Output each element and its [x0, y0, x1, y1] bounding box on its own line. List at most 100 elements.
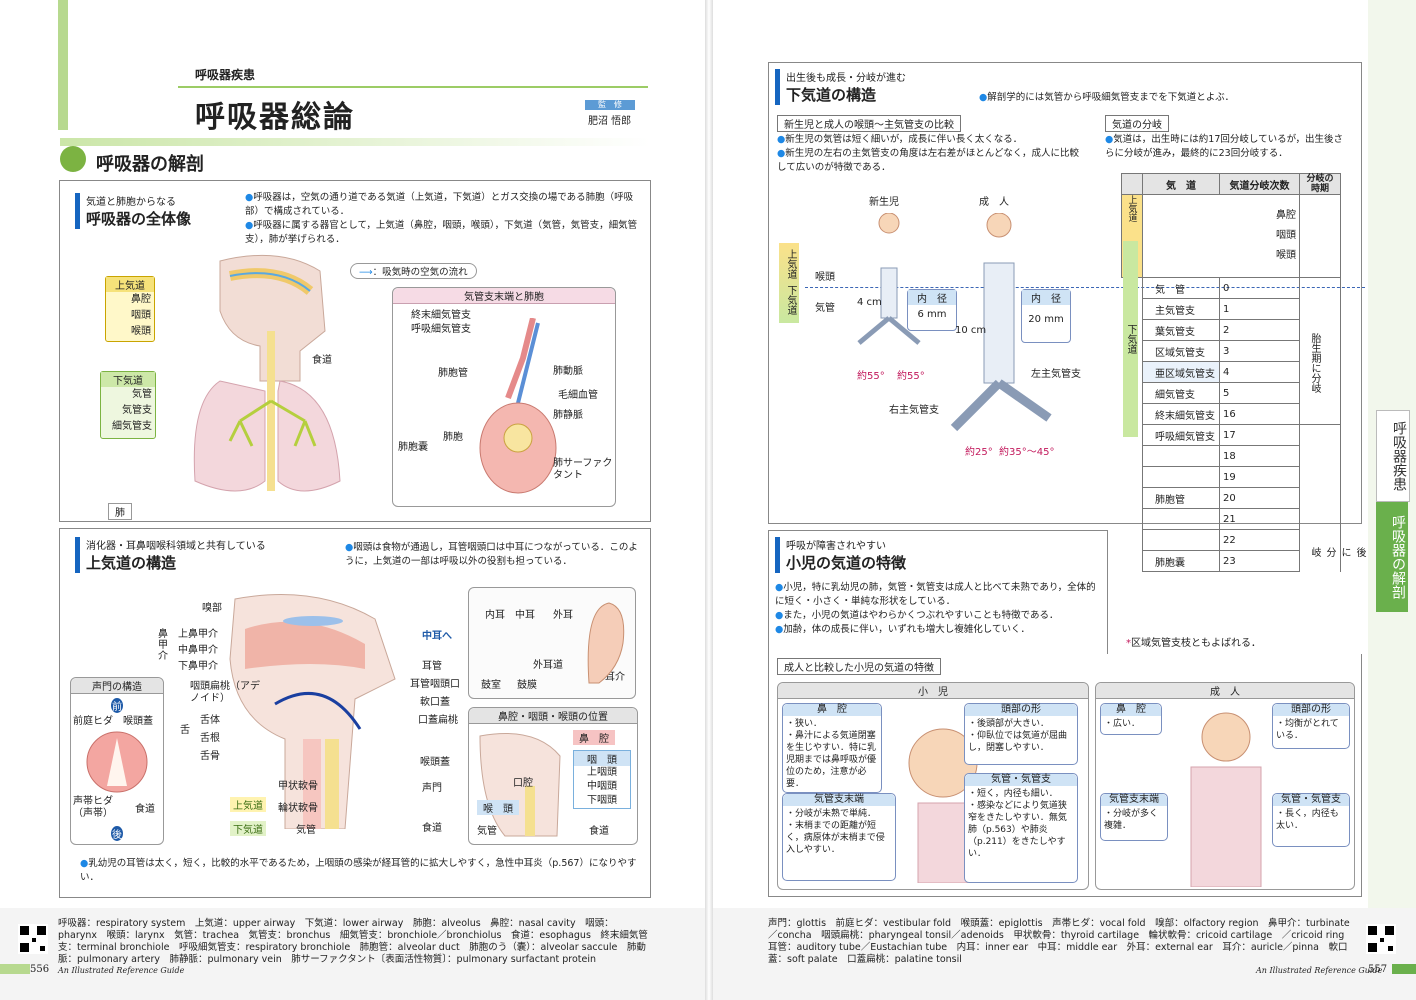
right-page-tab — [1392, 964, 1416, 974]
overview-bullet-1: ●呼吸器は，空気の通り道である気道（上気道，下気道）とガス交換の場である肺胞（呼… — [245, 192, 634, 217]
feature-box-title: 頭部の形 — [1273, 704, 1349, 716]
supervisor-name: 肥沼 悟郎 — [588, 116, 632, 127]
table-row: 21 — [1122, 508, 1341, 530]
label-alveolus: 肺胞 — [443, 432, 463, 443]
label-bronchiole: 細気管支 — [112, 421, 152, 432]
feature-box: 気管・気管支・長く，内径も太い． — [1272, 793, 1350, 847]
table-footnote: *区域気管支枝ともよばれる． — [1126, 638, 1261, 649]
upper-airway-panel: 消化器・耳鼻咽喉科領域と共有している 上気道の構造 ●咽頭は食物が通過し，耳管咽… — [59, 528, 651, 898]
upper-airway-bullet: ●咽頭は食物が通過し，耳管咽頭口は中耳につながっている．このように，上気道の一部… — [345, 542, 638, 567]
table-cell-airway — [1142, 466, 1220, 488]
left-glossary: 呼吸器：respiratory system 上気道：upper airway … — [58, 918, 648, 965]
table-cell-order: 23 — [1219, 550, 1300, 572]
feature-box-text: ・分岐が多く複雑． — [1104, 809, 1159, 831]
tag-larynx: 喉 頭 — [477, 800, 519, 815]
table-cell-airway — [1142, 529, 1220, 551]
table-header-row: 気 道 気道分岐次数 分岐の時期 — [1121, 173, 1341, 195]
tab-respiratory-diseases[interactable]: 呼吸器疾患 — [1376, 410, 1410, 502]
tag-upper-vertical: 上気道 — [785, 249, 796, 279]
category-rule — [178, 86, 648, 88]
head-sagittal-illustration — [229, 594, 396, 829]
table-cell-order: 18 — [1219, 445, 1300, 467]
branch-bullet: ●気道は，出生時には約17回分岐しているが，出生後さらに分岐が進み，最終的に23… — [1105, 134, 1344, 159]
label-lung: 肺 — [108, 503, 132, 520]
table-header-order: 気道分岐次数 — [1219, 173, 1300, 195]
ear-auricle-illustration — [587, 602, 625, 684]
compare-bullet-1: ●新生児の気管は短く細いが，成長に伴い長く太くなる． — [777, 134, 1023, 145]
overview-bullets: ●呼吸器は，空気の通り道である気道（上気道，下気道）とガス交換の場である肺胞（呼… — [245, 191, 640, 247]
label-olfactory-region: 嗅部 — [202, 603, 222, 614]
label-newborn-length: 4 cm — [857, 297, 882, 308]
table-cell-order: 22 — [1219, 529, 1300, 551]
overview-bullet-2: ●呼吸器に属する器官として，上気道（鼻腔，咽頭，喉頭），下気道（気管，気管支，細… — [245, 220, 638, 245]
feature-box-text: ・長く，内径も太い． — [1276, 809, 1339, 831]
upper-airway-note: ●乳幼児の耳管は太く，短く，比較的水平であるため，上咽頭の感染が経耳管的に拡大し… — [80, 858, 637, 883]
label-epiglottis: 喉頭蓋 — [420, 757, 450, 768]
table-upper-nasal: 鼻腔 — [1276, 210, 1296, 221]
label-tongue-root: 舌根 — [200, 733, 220, 744]
page-title: 呼吸器総論 — [195, 100, 355, 135]
label-larynx-compare: 喉頭 — [815, 272, 835, 283]
feature-box-text: ・後頭部が大きい． ・仰臥位では気道が屈曲し，閉塞しやすい． — [968, 719, 1068, 753]
label-soft-palate: 軟口蓋 — [420, 697, 450, 708]
right-glossary: 声門：glottis 前庭ヒダ：vestibular fold 喉頭蓋：epig… — [768, 918, 1354, 965]
child-compare-column: 小 児 鼻 腔・狭い． ・鼻汁による気道閉塞を生じやすい．特に乳児期までは鼻呼吸… — [777, 682, 1089, 890]
table-cell-airway: 肺胞囊 — [1142, 550, 1220, 572]
feature-box-title: 気管・気管支 — [965, 774, 1077, 786]
airway-boundary-line — [805, 287, 1365, 288]
label-trachea-compare: 気管 — [815, 303, 835, 314]
label-eardrum: 鼓膜 — [517, 680, 537, 691]
label-cricoid-cartilage: 輪状軟骨 — [278, 803, 318, 814]
table-cell-order: 5 — [1219, 382, 1300, 404]
child-figure-illustration — [908, 728, 978, 883]
table-row: 19 — [1122, 466, 1341, 488]
child-compare-title: 成人と比較した小児の気道の特徴 — [777, 658, 941, 675]
child-column-title: 小 児 — [778, 683, 1088, 699]
feature-box-text: ・短く，内径も細い． ・感染などにより気道狭窄をきたしやすい．無気肺（p.563… — [968, 789, 1067, 859]
label-nasal-cavity: 鼻腔 — [131, 294, 151, 305]
left-page-accent-stripe — [58, 0, 68, 130]
upper-airway-kicker: 消化器・耳鼻咽喉科領域と共有している — [86, 541, 266, 552]
airflow-arrow-icon: ⟶ — [359, 267, 373, 278]
label-bronchus: 気管支 — [122, 405, 152, 416]
section-band — [60, 138, 650, 146]
trachea-comparison-illustration — [857, 213, 1052, 432]
label-middle-concha: 中鼻甲介 — [178, 645, 218, 656]
label-newborn: 新生児 — [869, 197, 899, 208]
branch-title: 気道の分岐 — [1105, 115, 1169, 132]
label-right-main-bronchus: 右主気管支 — [889, 405, 939, 416]
feature-box: 頭部の形・均衡がとれている． — [1272, 703, 1350, 749]
qr-code-icon[interactable] — [18, 924, 48, 954]
feature-box: 気管支末端・分岐が未熟で単純． ・末梢までの距離が短く，病原体が末梢まで侵入しや… — [782, 793, 896, 881]
child-bullet-2: ●また，小児の気道はやわらかくつぶれやすいことも特徴である． — [775, 610, 1059, 621]
label-surfactant: 肺サーファクタント — [553, 458, 613, 481]
upper-airway-heading-block: 消化器・耳鼻咽喉科領域と共有している 上気道の構造 — [75, 537, 266, 573]
section-circle-icon — [60, 146, 86, 172]
qr-code-icon-right[interactable] — [1366, 924, 1396, 954]
tab-respiratory-anatomy[interactable]: 呼吸器の解剖 — [1376, 502, 1408, 612]
table-group-lower: 下気道 — [1123, 241, 1138, 437]
lower-airway-label-box: 下気道 気管 気管支 細気管支 — [100, 371, 156, 439]
table-cell-airway: 終末細気管支 — [1142, 403, 1220, 425]
label-larynx: 喉頭 — [131, 326, 151, 337]
overview-heading-block: 気道と肺胞からなる 呼吸器の全体像 — [75, 193, 191, 229]
table-row: 18 — [1122, 445, 1341, 467]
glottis-inset-title: 声門の構造 — [71, 678, 163, 694]
left-page-tab — [0, 964, 30, 974]
newborn-diameter-value: 6 mm — [917, 309, 947, 320]
table-cell-airway: 呼吸細気管支 — [1142, 424, 1220, 446]
adult-column-title: 成 人 — [1096, 683, 1354, 699]
alveoli-illustration — [479, 318, 557, 494]
table-row-upper: 上気道 鼻腔 咽頭 喉頭 — [1121, 194, 1341, 278]
airway-tag-arrow: 上気道 下気道 — [779, 243, 799, 323]
label-inner-ear: 内耳 — [485, 610, 505, 621]
lower-airway-heading: 下気道の構造 — [786, 86, 877, 104]
label-epiglottis-glottis: 喉頭蓋 — [123, 716, 153, 727]
label-vocal-fold: 声帯ヒダ（声帯） — [73, 796, 113, 819]
label-outer-ear: 外耳 — [553, 610, 573, 621]
